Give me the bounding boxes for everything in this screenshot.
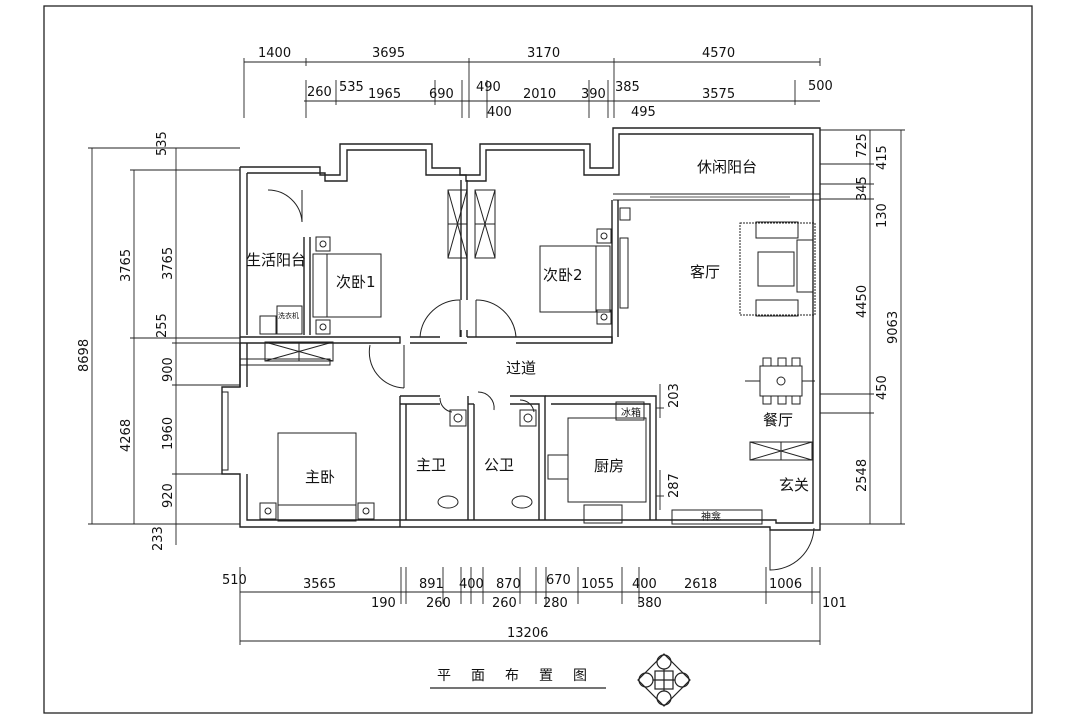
room-label-dining: 餐厅 bbox=[763, 411, 793, 429]
dim-bottom-380: 380 bbox=[637, 596, 662, 611]
dim-left-3765a: 3765 bbox=[119, 249, 134, 282]
dim-bottom-101: 101 bbox=[822, 596, 847, 611]
dim-top-3695: 3695 bbox=[372, 46, 405, 61]
room-label-living-balcony: 生活阳台 bbox=[246, 251, 306, 269]
dim-interior-287: 287 bbox=[667, 473, 682, 498]
dim-right-415: 415 bbox=[875, 145, 890, 170]
washer bbox=[276, 305, 303, 335]
windows bbox=[222, 189, 813, 471]
dim-top-3170: 3170 bbox=[527, 46, 560, 61]
room-label-corridor: 过道 bbox=[506, 359, 536, 377]
dimension-lines bbox=[88, 58, 905, 689]
room-label-bedroom2: 次卧2 bbox=[543, 266, 583, 284]
room-label-foyer: 玄关 bbox=[779, 476, 809, 494]
fridge bbox=[615, 401, 645, 421]
dim-top-690: 690 bbox=[429, 87, 454, 102]
dim-right-4450: 4450 bbox=[855, 285, 870, 318]
dim-top-4570: 4570 bbox=[702, 46, 735, 61]
dim-bottom-190: 190 bbox=[371, 596, 396, 611]
dim-left-900: 900 bbox=[161, 357, 176, 382]
dim-right-130: 130 bbox=[875, 203, 890, 228]
dim-bottom-400a: 400 bbox=[459, 577, 484, 592]
bedroom2-right-wall bbox=[611, 200, 619, 343]
dim-left-535: 535 bbox=[155, 131, 170, 156]
inner-wall-line bbox=[246, 133, 814, 524]
label-shrine: 神龛 bbox=[701, 510, 721, 523]
drawing-frame bbox=[43, 5, 1033, 714]
room-label-public-bath: 公卫 bbox=[484, 456, 514, 474]
dim-top-495: 495 bbox=[631, 105, 656, 120]
compass-emblem bbox=[637, 653, 691, 707]
dining-table bbox=[759, 365, 803, 397]
dim-top-260: 260 bbox=[307, 85, 332, 100]
dim-bottom-260b: 260 bbox=[492, 596, 517, 611]
dim-bottom-870: 870 bbox=[496, 577, 521, 592]
dim-bottom-total: 13206 bbox=[507, 626, 548, 641]
label-fridge: 冰箱 bbox=[621, 406, 641, 419]
dim-top-535: 535 bbox=[339, 80, 364, 95]
dim-bottom-1055: 1055 bbox=[581, 577, 614, 592]
sofa-set bbox=[739, 222, 816, 316]
dim-top-390: 390 bbox=[581, 87, 606, 102]
dim-left-255: 255 bbox=[155, 313, 170, 338]
dim-left-4268: 4268 bbox=[119, 419, 134, 452]
dim-bottom-260a: 260 bbox=[426, 596, 451, 611]
dim-top-2010: 2010 bbox=[523, 87, 556, 102]
dim-bottom-1006: 1006 bbox=[769, 577, 802, 592]
dim-left-8698: 8698 bbox=[77, 339, 92, 372]
room-label-kitchen: 厨房 bbox=[594, 457, 624, 475]
room-label-bedroom1: 次卧1 bbox=[336, 273, 376, 291]
dim-left-3765b: 3765 bbox=[161, 247, 176, 280]
room-label-master-bath: 主卫 bbox=[416, 456, 446, 474]
door-swings bbox=[267, 189, 815, 571]
dim-top-385: 385 bbox=[615, 80, 640, 95]
dim-right-345: 345 bbox=[855, 176, 870, 201]
dim-top-1965: 1965 bbox=[368, 87, 401, 102]
dim-bottom-400b: 400 bbox=[632, 577, 657, 592]
dim-right-450: 450 bbox=[875, 375, 890, 400]
dimension-labels: 1400 3695 3170 4570 260 535 1965 690 490… bbox=[77, 46, 901, 641]
dim-left-233: 233 bbox=[151, 526, 166, 551]
dim-interior-203: 203 bbox=[667, 383, 682, 408]
dim-bottom-280: 280 bbox=[543, 596, 568, 611]
label-washer: 洗衣机 bbox=[278, 311, 299, 320]
dim-top-490: 490 bbox=[476, 80, 501, 95]
dim-left-1960: 1960 bbox=[161, 417, 176, 450]
dim-right-2548: 2548 bbox=[855, 459, 870, 492]
dim-left-920: 920 bbox=[161, 483, 176, 508]
entry-door-swing bbox=[769, 527, 815, 571]
dim-top-3575: 3575 bbox=[702, 87, 735, 102]
room-label-master-bedroom: 主卧 bbox=[305, 468, 335, 486]
dim-bottom-2618: 2618 bbox=[684, 577, 717, 592]
room-labels: 生活阳台 次卧1 次卧2 休闲阳台 客厅 过道 主卧 主卫 公卫 厨房 餐厅 玄… bbox=[246, 158, 809, 523]
furniture bbox=[259, 207, 816, 524]
drawing-title: 平面布置图 bbox=[437, 668, 607, 684]
dim-top-500: 500 bbox=[808, 79, 833, 94]
dim-bottom-670: 670 bbox=[546, 573, 571, 588]
dim-right-9063: 9063 bbox=[886, 311, 901, 344]
dim-bottom-3565: 3565 bbox=[303, 577, 336, 592]
room-label-leisure-balcony: 休闲阳台 bbox=[697, 158, 757, 176]
room-label-living-room: 客厅 bbox=[690, 263, 720, 281]
dim-top-400: 400 bbox=[487, 105, 512, 120]
dim-right-725: 725 bbox=[855, 133, 870, 158]
dim-top-1400: 1400 bbox=[258, 46, 291, 61]
dim-bottom-891: 891 bbox=[419, 577, 444, 592]
balcony-wall bbox=[303, 237, 311, 335]
dim-bottom-510: 510 bbox=[222, 573, 247, 588]
